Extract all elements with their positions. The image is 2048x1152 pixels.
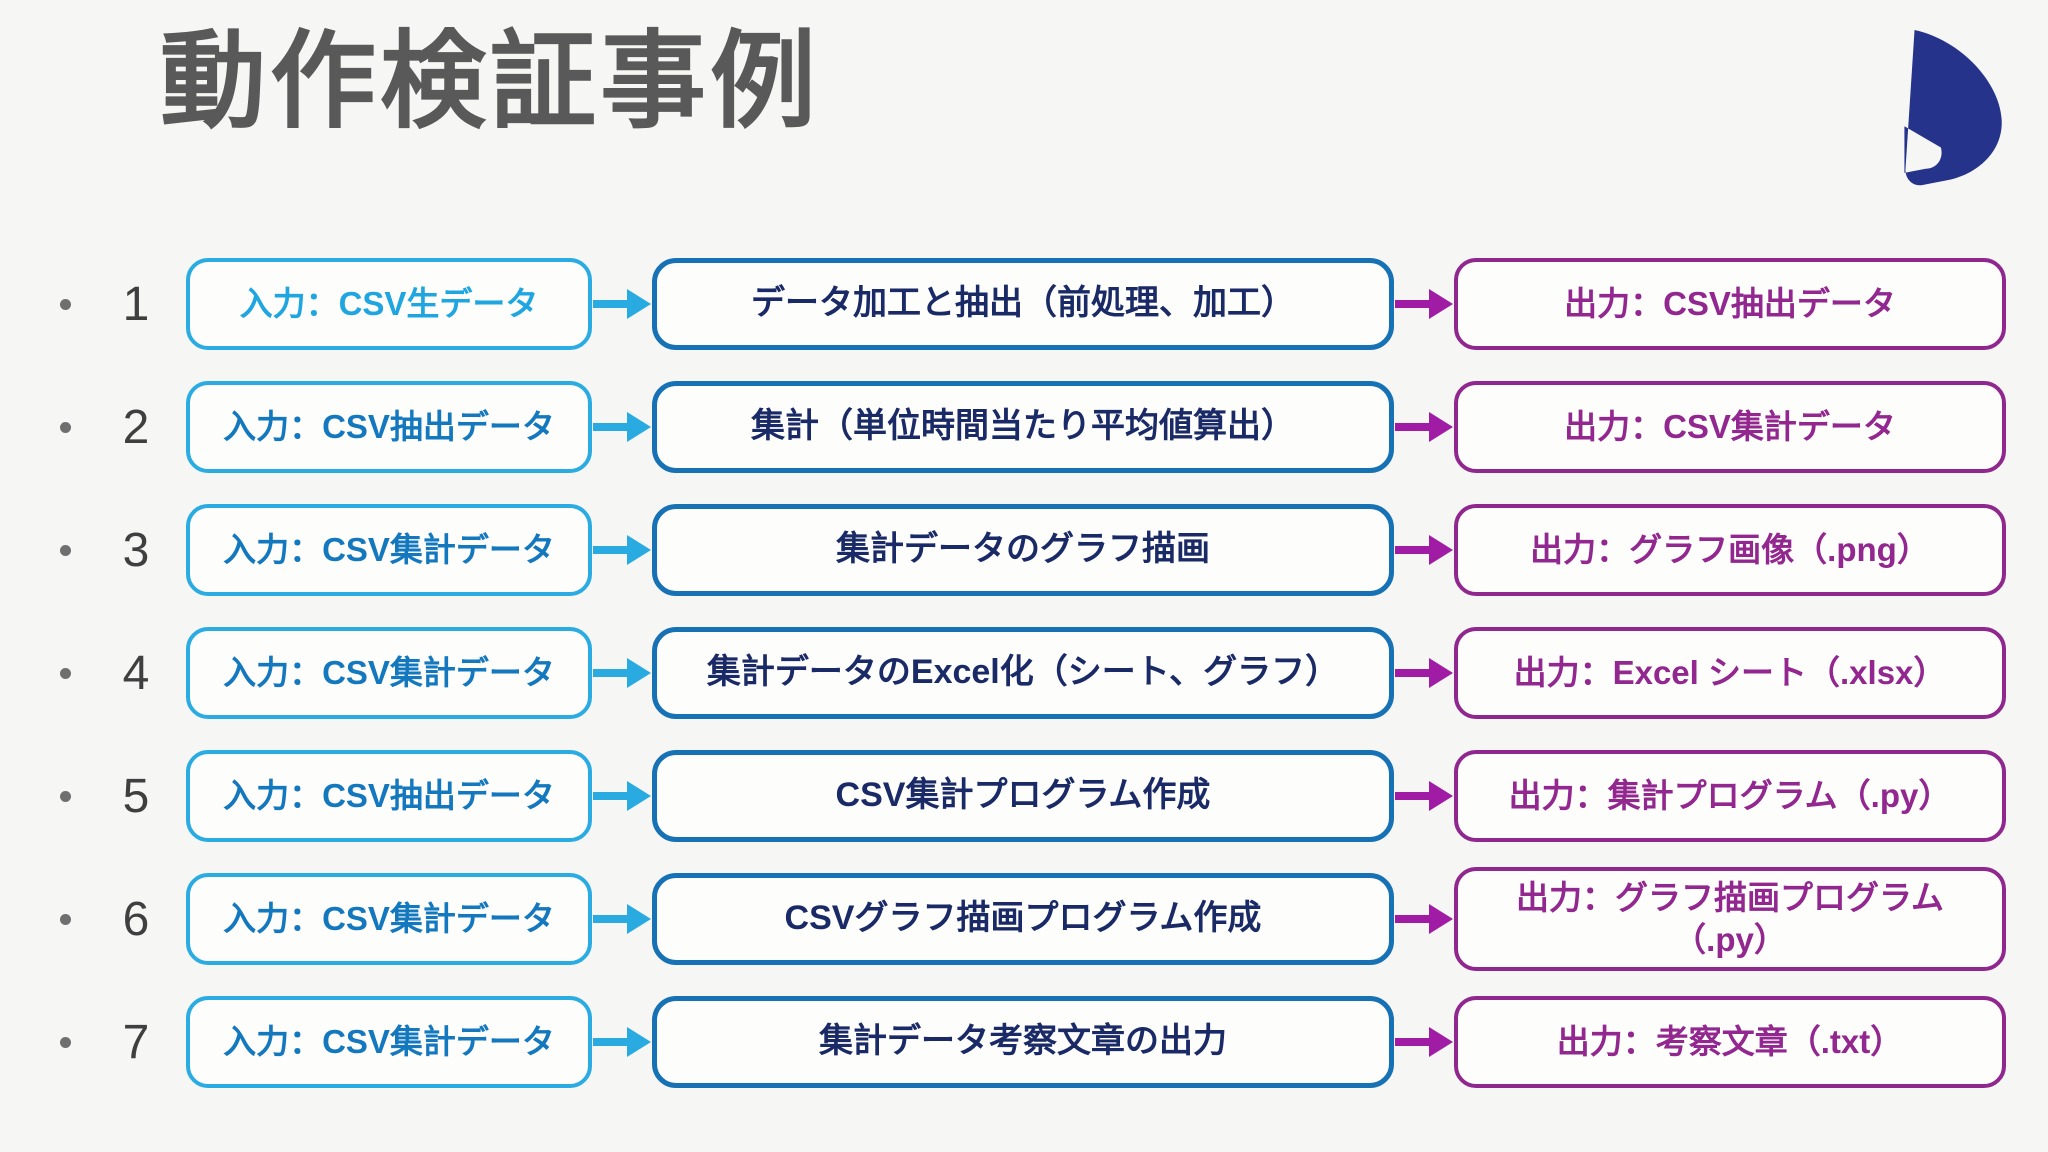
flow-row: 5 入力：CSV抽出データ CSV集計プログラム作成 出力：集計プログラム（.p… (44, 750, 2006, 842)
flow-row: 4 入力：CSV集計データ 集計データのExcel化（シート、グラフ） 出力：E… (44, 627, 2006, 719)
row-number: 5 (122, 769, 150, 823)
input-box: 入力：CSV集計データ (186, 996, 592, 1088)
output-box: 出力：CSV集計データ (1454, 381, 2006, 473)
output-box: 出力：グラフ描画プログラム（.py） (1454, 866, 2006, 972)
input-box: 入力：CSV抽出データ (186, 750, 592, 842)
process-box: 集計データのグラフ描画 (652, 504, 1394, 596)
arrow-right-magenta-icon (1395, 658, 1453, 688)
input-box: 入力：CSV集計データ (186, 627, 592, 719)
arrow-right-magenta-icon (1395, 535, 1453, 565)
flow-row: 7 入力：CSV集計データ 集計データ考察文章の出力 出力：考察文章（.txt） (44, 996, 2006, 1088)
bullet-icon (59, 544, 71, 556)
bullet-icon (59, 913, 71, 925)
flow-row: 2 入力：CSV抽出データ 集計（単位時間当たり平均値算出） 出力：CSV集計デ… (44, 381, 2006, 473)
arrow-right-magenta-icon (1395, 904, 1453, 934)
input-box: 入力：CSV抽出データ (186, 381, 592, 473)
output-box: 出力：グラフ画像（.png） (1454, 504, 2006, 596)
process-box: データ加工と抽出（前処理、加工） (652, 258, 1394, 350)
bullet-icon (59, 790, 71, 802)
process-box: CSV集計プログラム作成 (652, 750, 1394, 842)
arrow-right-magenta-icon (1395, 289, 1453, 319)
input-box: 入力：CSV集計データ (186, 873, 592, 965)
bullet-icon (59, 1036, 71, 1048)
row-number: 3 (122, 523, 150, 577)
arrow-right-cyan-icon (593, 289, 651, 319)
flow-row: 6 入力：CSV集計データ CSVグラフ描画プログラム作成 出力：グラフ描画プロ… (44, 866, 2006, 972)
process-box: 集計（単位時間当たり平均値算出） (652, 381, 1394, 473)
bullet-icon (59, 298, 71, 310)
flow-row: 3 入力：CSV集計データ 集計データのグラフ描画 出力：グラフ画像（.png） (44, 504, 2006, 596)
row-number: 4 (122, 646, 150, 700)
output-box: 出力：Excel シート（.xlsx） (1454, 627, 2006, 719)
arrow-right-cyan-icon (593, 412, 651, 442)
row-number: 2 (122, 400, 150, 454)
process-box: CSVグラフ描画プログラム作成 (652, 873, 1394, 965)
process-box: 集計データ考察文章の出力 (652, 996, 1394, 1088)
arrow-right-magenta-icon (1395, 1027, 1453, 1057)
process-box: 集計データのExcel化（シート、グラフ） (652, 627, 1394, 719)
output-box: 出力：考察文章（.txt） (1454, 996, 2006, 1088)
row-number: 6 (122, 892, 150, 946)
output-box: 出力：CSV抽出データ (1454, 258, 2006, 350)
row-number: 7 (122, 1015, 150, 1069)
company-d-logo-icon (1904, 30, 2002, 186)
arrow-right-magenta-icon (1395, 412, 1453, 442)
page-title: 動作検証事例 (160, 23, 820, 141)
arrow-right-cyan-icon (593, 535, 651, 565)
arrow-right-cyan-icon (593, 781, 651, 811)
arrow-right-cyan-icon (593, 1027, 651, 1057)
flow-rows: 1 入力：CSV生データ データ加工と抽出（前処理、加工） 出力：CSV抽出デー… (44, 258, 2006, 1088)
input-box: 入力：CSV集計データ (186, 504, 592, 596)
row-number: 1 (122, 277, 150, 331)
bullet-icon (59, 421, 71, 433)
flow-row: 1 入力：CSV生データ データ加工と抽出（前処理、加工） 出力：CSV抽出デー… (44, 258, 2006, 350)
bullet-icon (59, 667, 71, 679)
output-box: 出力：集計プログラム（.py） (1454, 750, 2006, 842)
arrow-right-magenta-icon (1395, 781, 1453, 811)
arrow-right-cyan-icon (593, 658, 651, 688)
arrow-right-cyan-icon (593, 904, 651, 934)
input-box: 入力：CSV生データ (186, 258, 592, 350)
